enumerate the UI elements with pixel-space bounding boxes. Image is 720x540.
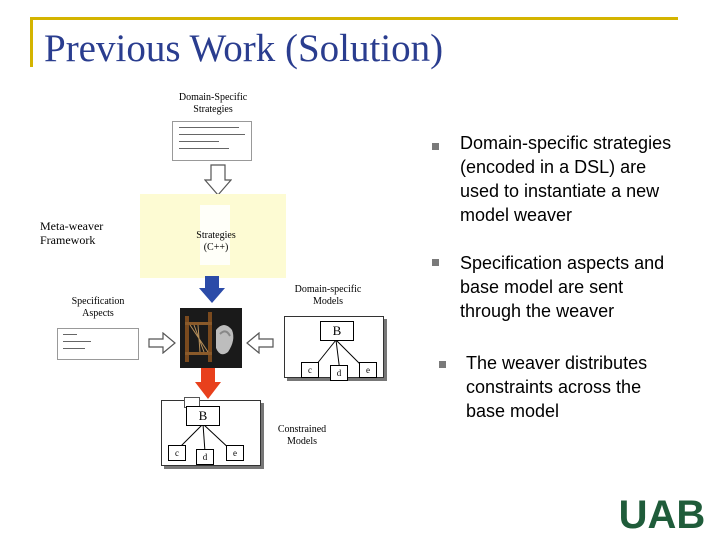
svg-text:UAB: UAB [619,495,706,531]
blue-down-arrow-icon [199,276,225,303]
meta-weaver-label: Meta-weaver Framework [40,219,104,247]
right-arrow-icon [148,332,176,354]
bullet-marker [432,259,439,266]
bullet-3-text: The weaver distributes constraints acros… [466,353,648,421]
strategies-column [200,205,230,265]
slide-title: Previous Work (Solution) [44,27,444,70]
model-top-node-c: c [301,362,319,378]
bullet-marker [432,143,439,150]
bullet-1-text: Domain-specific strategies (encoded in a… [460,133,672,225]
strategies-label: Strategies (C++) [196,230,236,253]
bullet-2-text: Specification aspects and base model are… [460,253,665,321]
title-accent-bar-horizontal [30,17,678,20]
title-accent-bar-vertical [30,17,33,67]
dss-label: Domain-Specific Strategies [178,92,248,115]
weaver-loom-image [180,308,242,368]
spec-aspects-document [57,328,139,360]
domain-models-label: Domain-specific Models [294,284,362,307]
model-top-node-d: d [330,365,348,381]
left-arrow-icon [246,332,274,354]
model-bottom-node-root: B [186,406,220,426]
bullet-marker [439,361,446,368]
uab-logo: UAB [619,495,706,531]
model-bottom-node-c: c [168,445,186,461]
model-top-node-e: e [359,362,377,378]
orange-down-arrow-icon [195,368,221,399]
hollow-down-arrow-icon [204,164,232,196]
model-top-node-root: B [320,321,354,341]
constrained-models-label: Constrained Models [277,424,327,447]
model-bottom-node-e: e [226,445,244,461]
dss-document [172,121,252,161]
spec-aspects-label: Specification Aspects [71,296,125,319]
model-bottom-node-d: d [196,449,214,465]
